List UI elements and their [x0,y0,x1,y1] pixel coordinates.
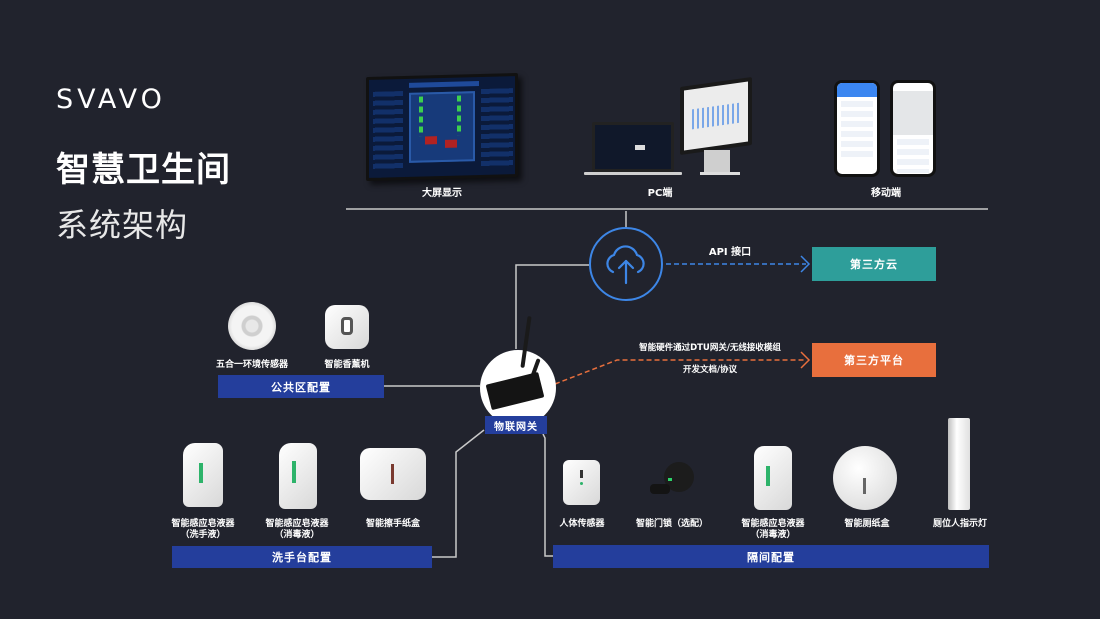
soap-dispenser-hand [183,443,223,507]
dtu-link-label: 智能硬件通过DTU网关/无线接收模组 [639,343,781,353]
brand-logo: SVAVO [56,84,166,115]
environment-sensor [228,302,276,350]
cloud-upload-icon [606,245,645,285]
api-label: API 接口 [708,247,752,258]
third-party-cloud[interactable]: 第三方云 [812,247,936,281]
dtu-dashed-line [554,359,806,385]
cubicle-item-label: 人体传感器 [559,519,605,529]
washbasin-config-bar[interactable]: 洗手台配置 [172,546,432,568]
washbasin-item-label: 智能擦手纸盒 [365,519,420,529]
washbasin-item-label: 智能感应皂液器 [171,519,235,529]
page-subtitle: 系统架构 [56,206,189,244]
cubicle-item-label: 智能厕纸盒 [844,519,890,529]
public-item-label: 智能香薰机 [324,360,370,370]
page-title: 智慧卫生间 [56,150,231,190]
mobile-label: 移动端 [871,188,901,199]
aroma-diffuser [325,305,369,349]
human-presence-sensor [563,460,600,505]
cubicle-item-label: 智能门锁（选配） [635,519,708,529]
cubicle-item-sub: （消毒液） [750,530,796,540]
washbasin-item-label: 智能感应皂液器 [265,519,329,529]
soap-dispenser-disinfectant [279,443,317,509]
dtu-arrow-icon [800,351,811,369]
iot-gateway-label[interactable]: 物联网关 [485,416,547,434]
pc-label: PC端 [647,188,673,199]
api-arrow-icon [800,255,811,273]
large-screen-label: 大屏显示 [422,188,462,199]
mobile-phones [834,80,944,180]
public-item-label: 五合一环境传感器 [215,360,288,370]
washbasin-item-sub: （消毒液） [274,530,320,540]
gateway-to-washbasin-line [432,429,485,558]
cubicle-config-bar[interactable]: 隔间配置 [553,545,989,568]
gateway-to-cloud-line [515,264,589,349]
cubicle-item-label: 智能感应皂液器 [741,519,805,529]
large-screen-display [366,73,518,181]
public-area-config-bar[interactable]: 公共区配置 [218,375,384,398]
toilet-paper-box [833,446,897,510]
iot-gateway-device [480,315,556,426]
third-party-platform[interactable]: 第三方平台 [812,343,936,377]
protocol-label: 开发文档/协议 [682,365,738,375]
hand-towel-box [360,448,426,500]
pc-devices [582,76,752,180]
occupancy-indicator-light [948,418,970,510]
cubicle-item-label: 厕位人指示灯 [932,519,987,529]
smart-door-lock [650,462,696,506]
gateway-to-cubicle-line [542,433,553,557]
soap-dispenser-cubicle [754,446,792,510]
washbasin-item-sub: （洗手液） [180,530,226,540]
